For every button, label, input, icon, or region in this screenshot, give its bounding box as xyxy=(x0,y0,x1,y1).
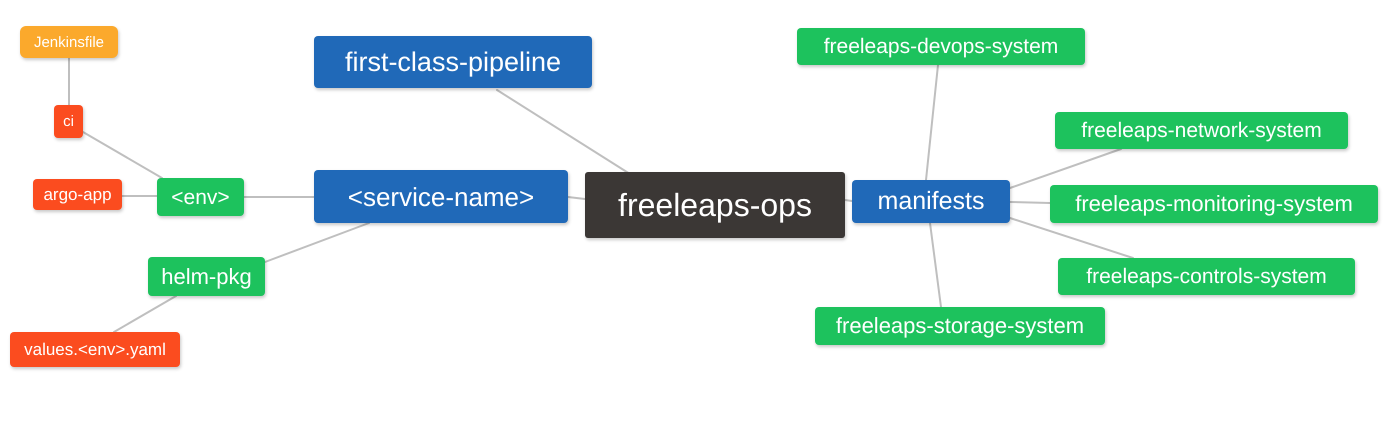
edge-manifests-to-freeleaps-devops-system xyxy=(925,64,939,181)
mindmap-node-helm-pkg[interactable]: helm-pkg xyxy=(148,257,265,296)
mindmap-node-jenkinsfile[interactable]: Jenkinsfile xyxy=(20,26,118,58)
mindmap-node-freeleaps-monitoring-system[interactable]: freeleaps-monitoring-system xyxy=(1050,185,1378,223)
edge-freeleaps-ops-to-manifests xyxy=(844,199,853,202)
mindmap-node-ci[interactable]: ci xyxy=(54,105,83,138)
mindmap-node-freeleaps-storage-system[interactable]: freeleaps-storage-system xyxy=(815,307,1105,345)
mindmap-node-service-name[interactable]: <service-name> xyxy=(314,170,568,223)
mindmap-node-first-class-pipeline[interactable]: first-class-pipeline xyxy=(314,36,592,88)
mindmap-node-freeleaps-ops[interactable]: freeleaps-ops xyxy=(585,172,845,238)
edge-helm-pkg-to-service-name xyxy=(264,222,370,263)
edge-service-name-to-freeleaps-ops xyxy=(567,196,586,200)
mindmap-node-freeleaps-network-system[interactable]: freeleaps-network-system xyxy=(1055,112,1348,149)
mindmap-node-freeleaps-controls-system[interactable]: freeleaps-controls-system xyxy=(1058,258,1355,295)
edge-ci-to-env xyxy=(82,131,163,179)
edge-manifests-to-freeleaps-storage-system xyxy=(929,222,942,308)
edge-values-env-yaml-to-helm-pkg xyxy=(113,295,177,333)
mindmap-node-argo-app[interactable]: argo-app xyxy=(33,179,122,210)
mindmap-node-env[interactable]: <env> xyxy=(157,178,244,216)
mindmap-node-manifests[interactable]: manifests xyxy=(852,180,1010,223)
edge-first-class-pipeline-to-freeleaps-ops xyxy=(496,89,631,175)
edge-manifests-to-freeleaps-network-system xyxy=(1009,148,1122,189)
edge-manifests-to-freeleaps-monitoring-system xyxy=(1009,201,1051,204)
edge-manifests-to-freeleaps-controls-system xyxy=(1009,217,1134,259)
mindmap-node-freeleaps-devops-system[interactable]: freeleaps-devops-system xyxy=(797,28,1085,65)
mindmap-node-values-env-yaml[interactable]: values.<env>.yaml xyxy=(10,332,180,367)
